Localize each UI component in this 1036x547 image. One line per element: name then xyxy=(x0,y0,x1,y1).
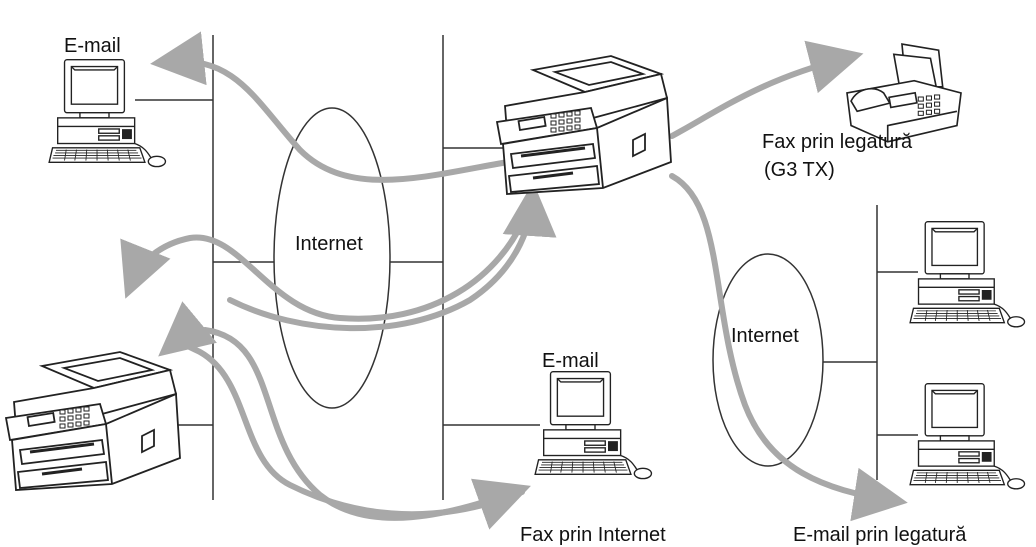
computer-icon-right-top xyxy=(909,220,1026,328)
label-internet-fax: Fax prin Internet xyxy=(520,524,666,546)
internet-cloud-right xyxy=(712,253,824,467)
arrow-to-mfc-top xyxy=(227,182,557,332)
computer-icon-top-left xyxy=(48,58,167,168)
arrow-to-email-center xyxy=(202,327,531,530)
arrow-to-left xyxy=(120,207,531,322)
multifunction-printer-icon-top xyxy=(495,54,673,196)
arrow-to-fax xyxy=(669,40,864,139)
multifunction-printer-icon-left xyxy=(4,350,182,492)
label-email-center: E-mail xyxy=(542,350,599,372)
internet-cloud-left xyxy=(273,107,391,409)
label-email-top-left: E-mail xyxy=(64,35,121,57)
computer-icon-center xyxy=(534,370,653,480)
data-flow-arrows xyxy=(120,31,908,530)
arrow-to-email-top-left xyxy=(150,31,511,183)
label-email-relay: E-mail prin legatură xyxy=(793,524,967,546)
label-fax-relay-sub: (G3 TX) xyxy=(764,159,835,181)
label-fax-relay: Fax prin legatură xyxy=(762,131,913,153)
fax-machine-icon xyxy=(846,43,962,143)
arrow-to-email-relay xyxy=(669,173,908,522)
label-internet-left: Internet xyxy=(295,233,363,255)
label-internet-right: Internet xyxy=(731,325,799,347)
computer-icon-right-bottom xyxy=(909,382,1026,490)
